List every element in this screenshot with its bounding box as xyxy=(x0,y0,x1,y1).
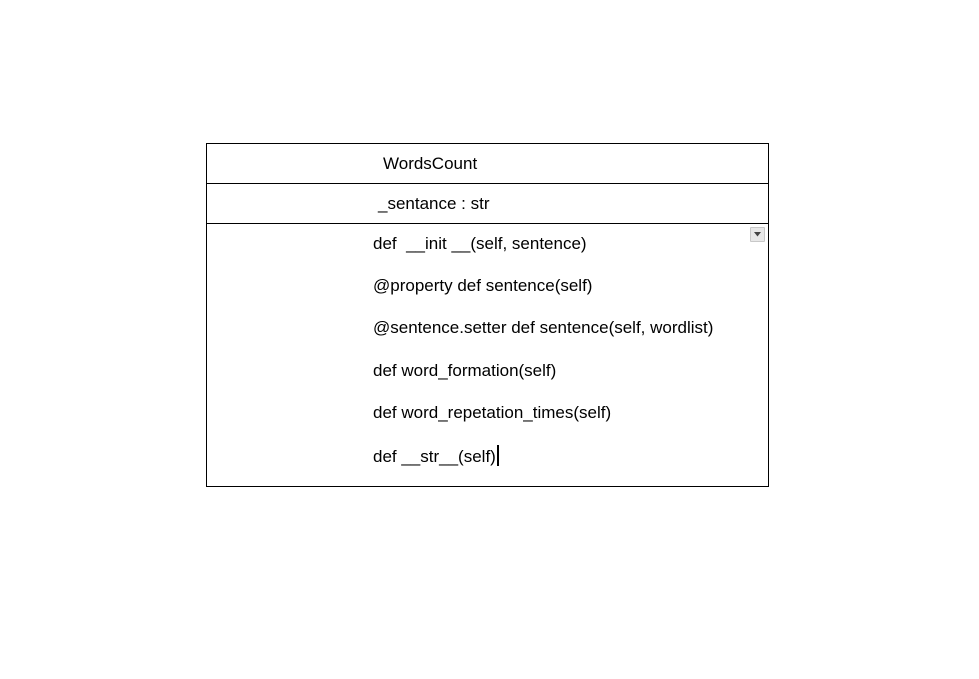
attributes-section: _sentance : str xyxy=(207,184,768,224)
attribute-item: _sentance : str xyxy=(378,194,490,213)
class-name: WordsCount xyxy=(383,154,478,173)
method-item: def __init __(self, sentence) xyxy=(373,234,587,253)
method-item: @sentence.setter def sentence(self, word… xyxy=(373,318,714,337)
uml-class-box[interactable]: WordsCount _sentance : str def __init __… xyxy=(206,143,769,487)
method-item: def word_formation(self) xyxy=(373,361,557,380)
dropdown-button[interactable] xyxy=(750,227,765,242)
class-name-section: WordsCount xyxy=(207,144,768,184)
method-item-text: def __str__(self) xyxy=(373,447,496,466)
method-item: @property def sentence(self) xyxy=(373,276,593,295)
methods-section[interactable]: def __init __(self, sentence) @property … xyxy=(207,224,768,486)
method-item: def word_repetation_times(self) xyxy=(373,403,612,422)
text-cursor xyxy=(496,445,499,466)
chevron-down-icon xyxy=(754,232,761,237)
method-item-editing[interactable]: def __str__(self) xyxy=(373,445,499,467)
